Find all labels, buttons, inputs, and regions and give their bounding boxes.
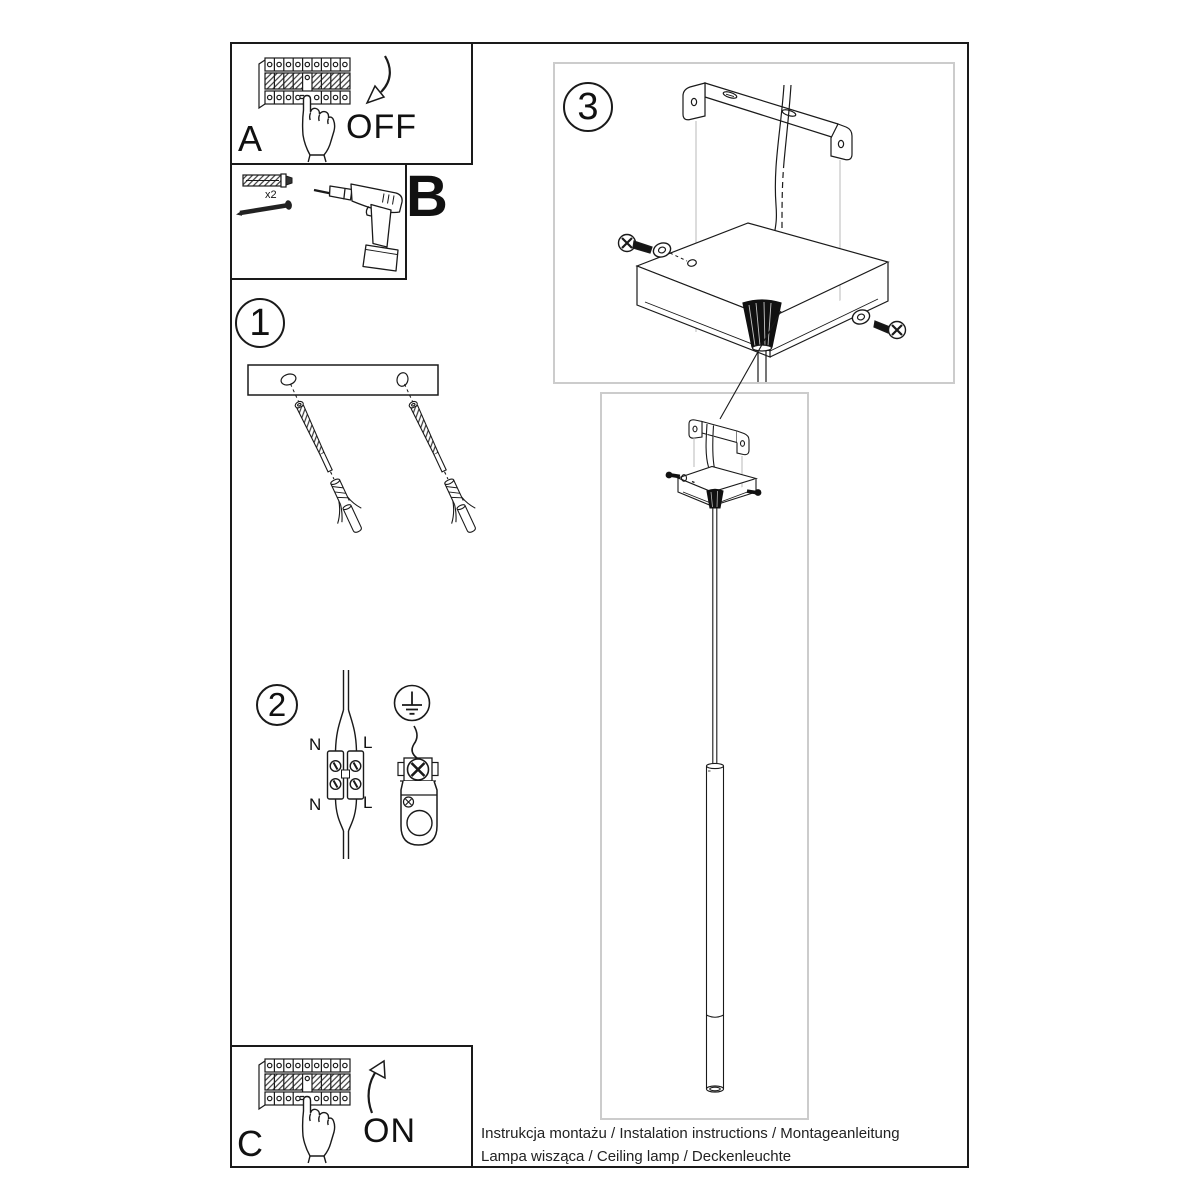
panel-c-action-label: ON <box>363 1112 416 1150</box>
panel-c-label: C <box>237 1123 263 1164</box>
panel-b-label: B <box>406 164 448 229</box>
step-2-number: 2 <box>267 686 287 723</box>
panel-b-box <box>230 163 407 280</box>
anchor-quantity-label: x2 <box>265 189 277 201</box>
panel-a-box <box>230 42 473 165</box>
wire-label-n-top: N <box>309 735 322 754</box>
step-1-number: 1 <box>249 301 271 344</box>
panel-a-action-label: OFF <box>346 108 417 146</box>
footer-line-2: Lampa wisząca / Ceiling lamp / Deckenleu… <box>481 1148 792 1165</box>
wire-label-n-bottom: N <box>309 795 322 814</box>
step-3-badge: 3 <box>563 82 613 132</box>
outer-frame <box>230 42 969 1168</box>
step-1-badge: 1 <box>235 298 285 348</box>
step-2-badge: 2 <box>256 684 298 726</box>
wire-label-l-bottom: L <box>363 793 373 812</box>
panel-a-label: A <box>238 118 263 159</box>
lamp-panel-box <box>600 392 809 1120</box>
footer-line-1: Instrukcja montażu / Instalation instruc… <box>481 1125 900 1142</box>
panel-c-box <box>230 1045 473 1168</box>
footer-caption: Instrukcja montażu / Instalation instruc… <box>481 1122 900 1168</box>
step3-panel-box <box>553 62 955 384</box>
wire-label-l-top: L <box>363 733 373 752</box>
step-3-number: 3 <box>577 85 599 128</box>
